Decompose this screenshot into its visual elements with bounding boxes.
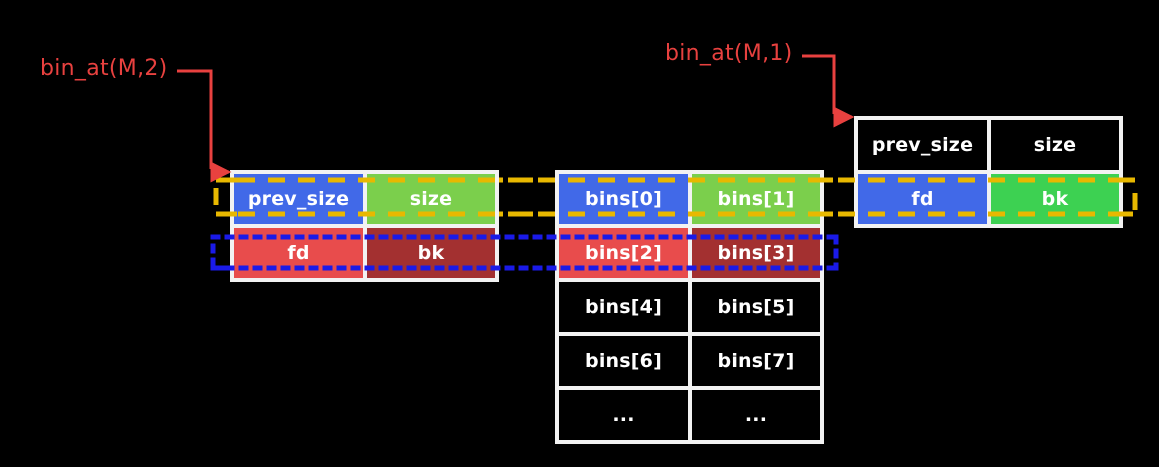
- right-chunk-cell-prev-size: prev_size: [858, 120, 987, 170]
- annotation-bin-at-m2: bin_at(M,2): [40, 56, 168, 81]
- blue-left-bracket-fg: [210, 234, 235, 271]
- bins-cell-ellipsis-left: ...: [559, 390, 688, 440]
- bin-at-m1-leader-line: [802, 54, 836, 114]
- bin-at-m2-leader-line: [177, 69, 213, 169]
- bins-cell-6: bins[6]: [559, 336, 688, 386]
- right-chunk-cell-size: size: [991, 120, 1119, 170]
- bins-cell-ellipsis-right: ...: [692, 390, 820, 440]
- bins-cell-4: bins[4]: [559, 282, 688, 332]
- bins-cell-5: bins[5]: [692, 282, 820, 332]
- yellow-right-bracket-fg: [1118, 177, 1138, 217]
- annotation-bin-at-m1: bin_at(M,1): [665, 41, 793, 66]
- bins-cell-7: bins[7]: [692, 336, 820, 386]
